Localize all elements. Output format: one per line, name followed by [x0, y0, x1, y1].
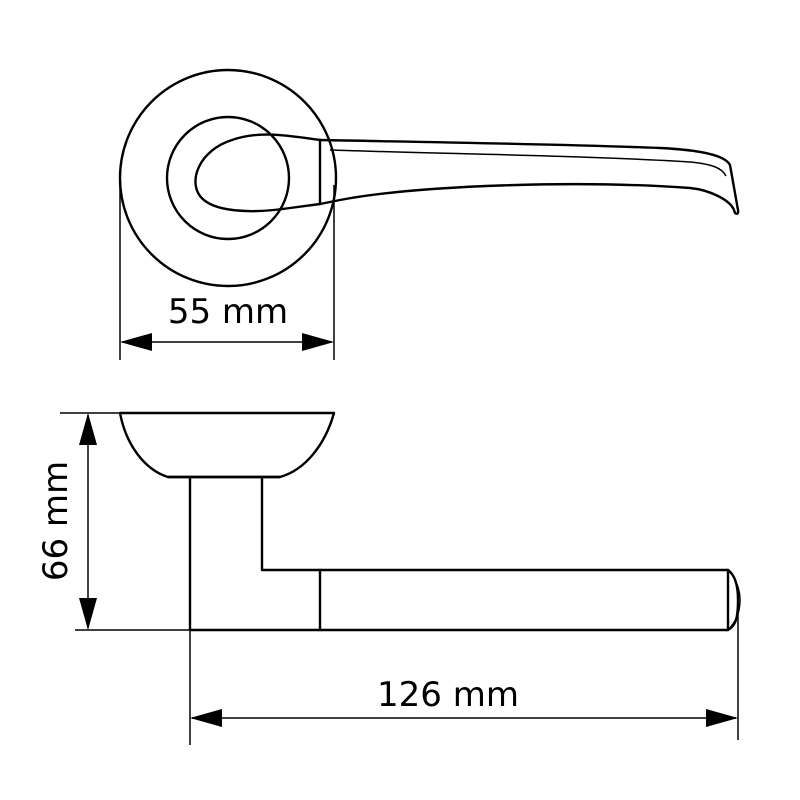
dim-126-label: 126 mm — [377, 675, 519, 715]
dim-55-arrow-right — [302, 333, 334, 351]
side-view: 66 mm 126 mm — [36, 411, 741, 745]
dim-66-arrow-top — [79, 413, 97, 445]
dim-126-arrow-left — [190, 709, 222, 727]
rose-cap — [118, 411, 336, 479]
lever-tip-curve — [727, 569, 741, 631]
top-view: 55 mm — [118, 68, 740, 360]
dim-55-arrow-left — [120, 333, 152, 351]
dim-66-arrow-bottom — [79, 598, 97, 630]
lever-neck — [194, 133, 322, 213]
rose-outer-circle — [118, 68, 338, 288]
lever-shade — [329, 149, 727, 177]
lever-stem — [188, 475, 740, 632]
dim-66-label: 66 mm — [36, 461, 76, 581]
lever-top — [318, 138, 740, 215]
dim-126-arrow-right — [706, 709, 738, 727]
rose-inner-ring — [165, 115, 291, 241]
dim-55-label: 55 mm — [168, 292, 288, 332]
